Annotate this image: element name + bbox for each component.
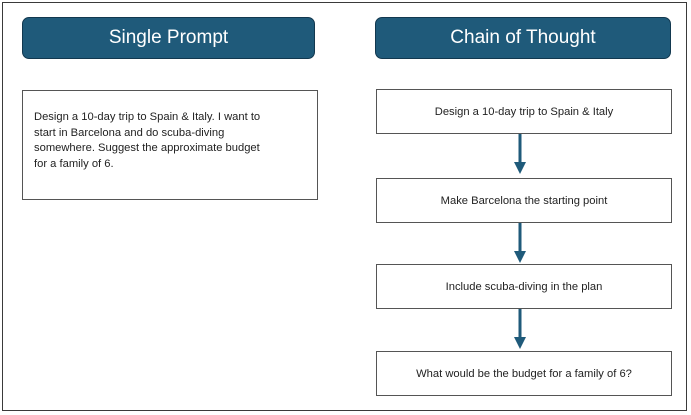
single-prompt-header: Single Prompt (22, 17, 315, 59)
cot-step-2: Make Barcelona the starting point (376, 178, 672, 223)
cot-step-label: What would be the budget for a family of… (416, 367, 632, 380)
cot-step-label: Make Barcelona the starting point (440, 194, 608, 207)
down-arrow-icon (514, 309, 526, 349)
down-arrow-icon (514, 223, 526, 263)
prompt-line: for a family of 6. (34, 157, 114, 170)
single-prompt-box: Design a 10-day trip to Spain & Italy. I… (22, 90, 318, 200)
cot-step-label: Include scuba-diving in the plan (445, 280, 603, 293)
chain-of-thought-title: Chain of Thought (450, 27, 596, 48)
cot-step-1: Design a 10-day trip to Spain & Italy (376, 89, 672, 134)
diagram-frame: Single Prompt Chain of Thought Design a … (2, 2, 687, 411)
chain-of-thought-header: Chain of Thought (375, 17, 671, 59)
down-arrow-icon (514, 134, 526, 174)
cot-step-3: Include scuba-diving in the plan (376, 264, 672, 309)
cot-step-4: What would be the budget for a family of… (376, 351, 672, 396)
prompt-line: Design a 10-day trip to Spain & Italy. I… (34, 111, 261, 123)
prompt-line: start in Barcelona and do scuba-diving (34, 126, 225, 139)
cot-step-label: Design a 10-day trip to Spain & Italy (434, 105, 614, 118)
single-prompt-title: Single Prompt (108, 27, 229, 48)
prompt-line: somewhere. Suggest the approximate budge… (34, 142, 260, 154)
